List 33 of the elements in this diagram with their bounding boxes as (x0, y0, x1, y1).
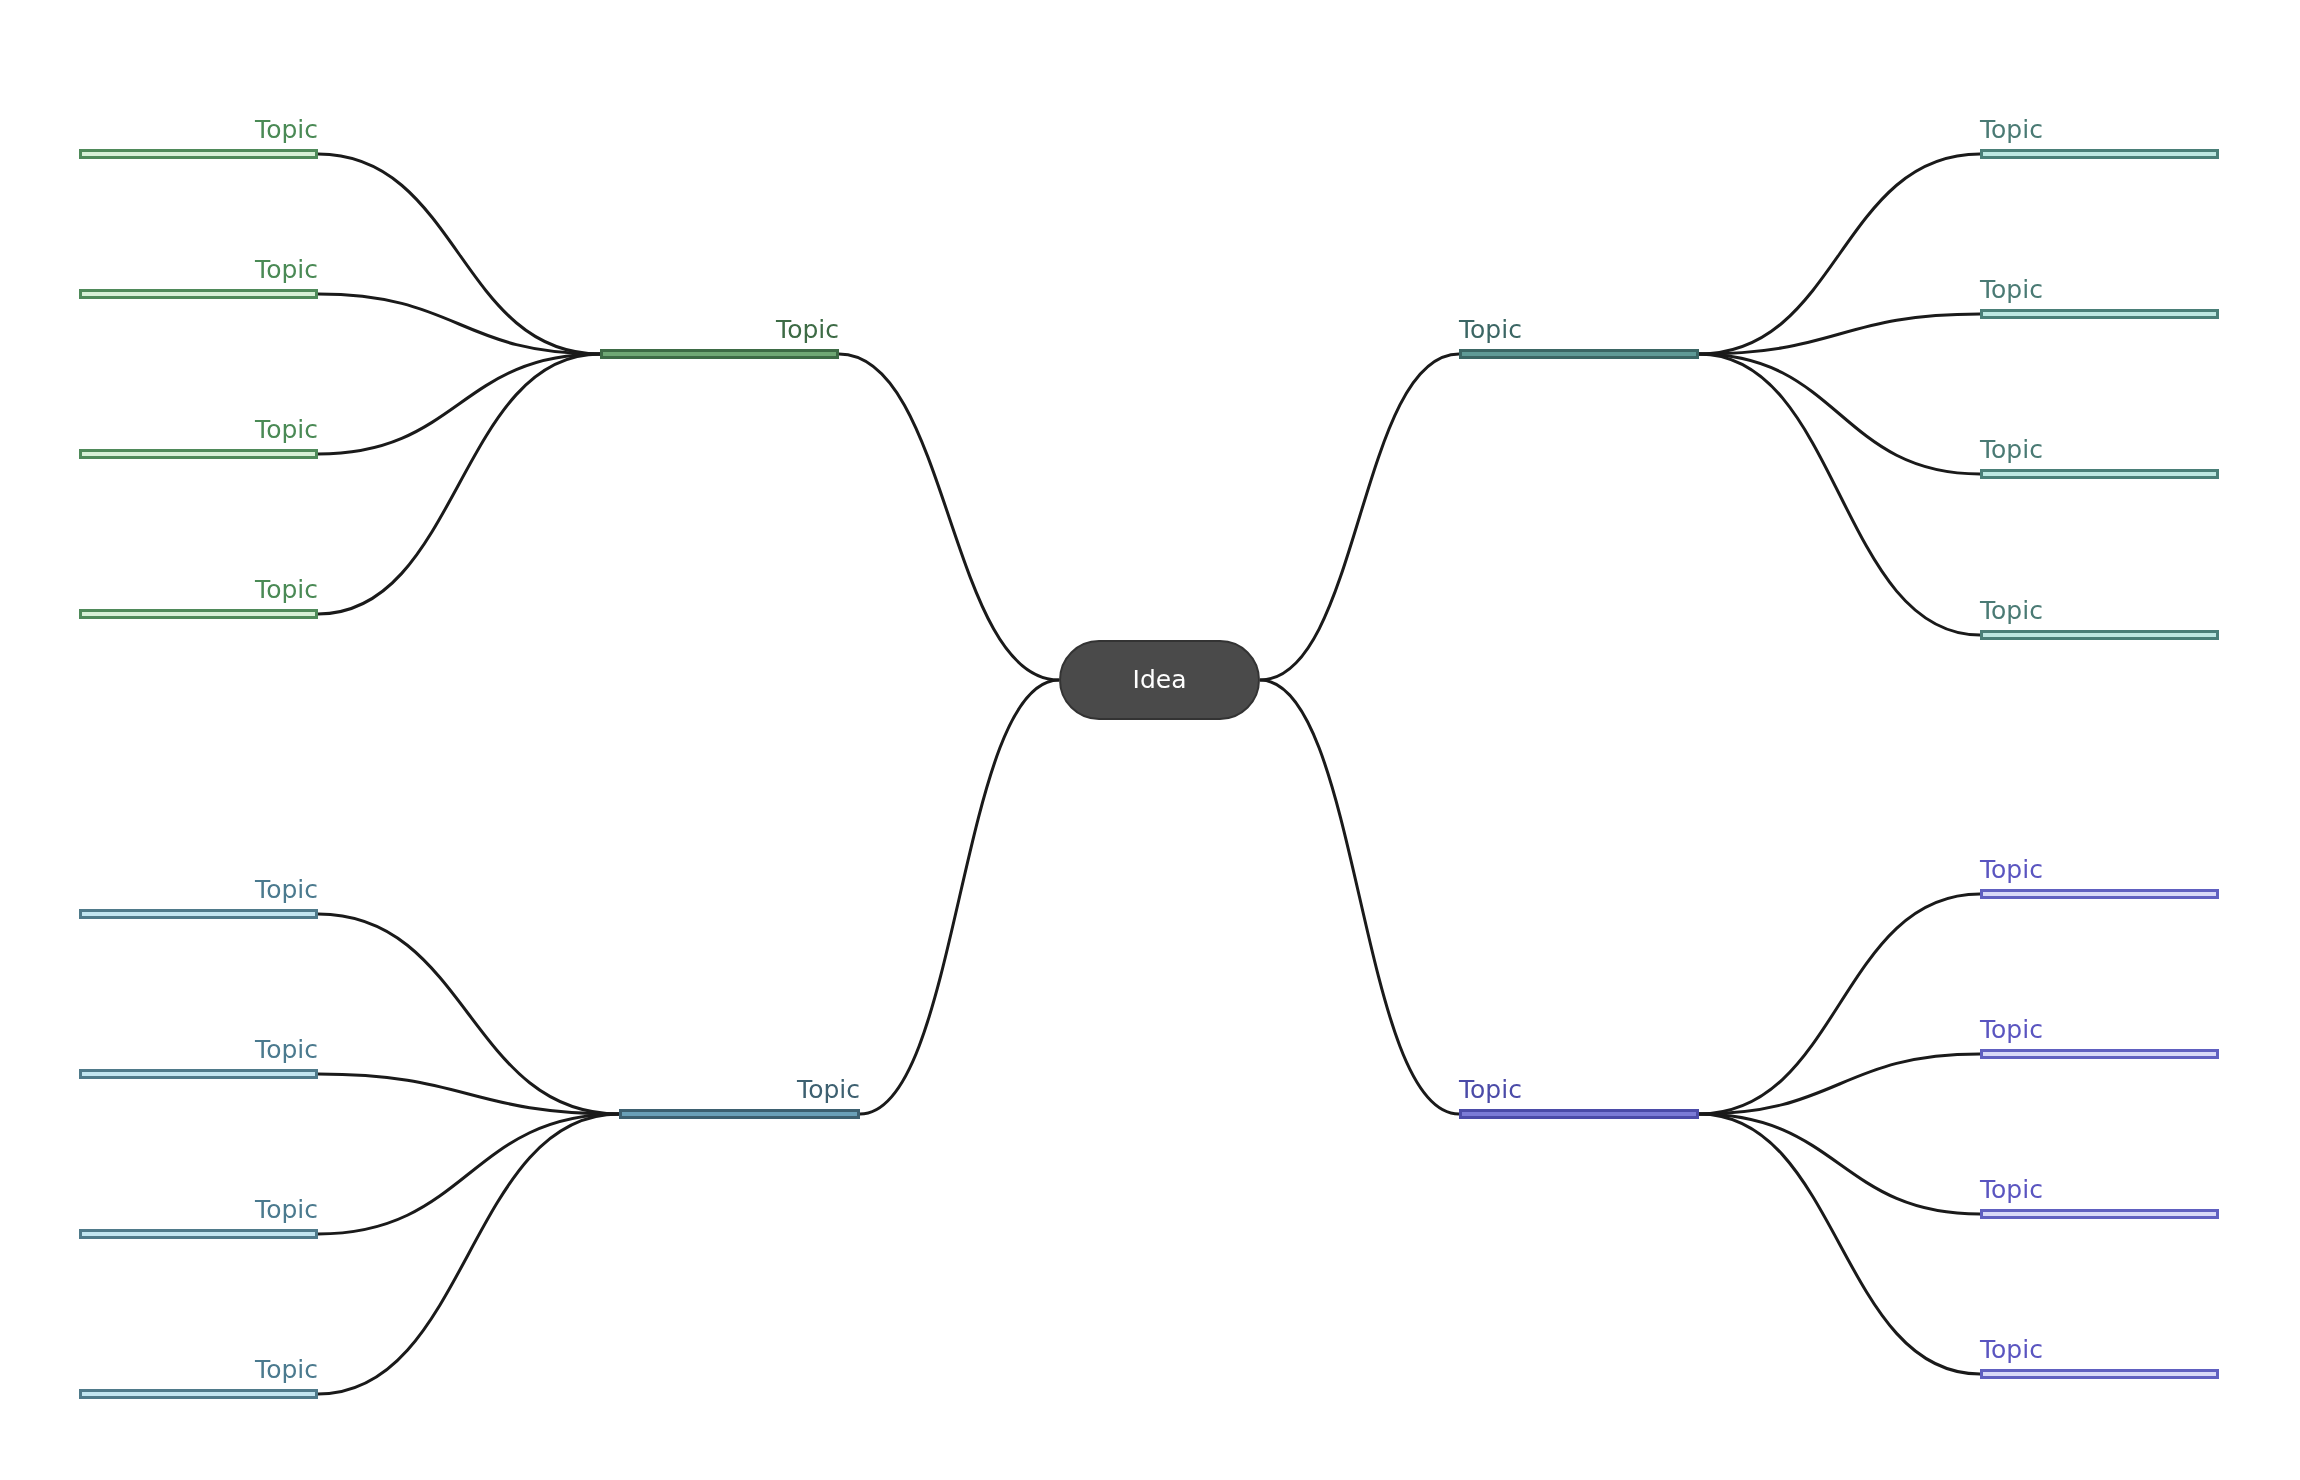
topic-label: Topic (255, 875, 318, 905)
topic-label: Topic (1980, 596, 2043, 626)
topic-label: Topic (255, 1355, 318, 1385)
topic-label: Topic (1980, 1015, 2043, 1045)
topic-label: Topic (255, 415, 318, 445)
topic-label: Topic (1980, 435, 2043, 465)
connector-curve (317, 292, 601, 356)
topic-label: Topic (1980, 855, 2043, 885)
topic-label: Topic (1459, 1075, 1522, 1105)
connector-curve (1698, 312, 1981, 356)
connector-curve (1259, 352, 1460, 682)
topic-label: Topic (255, 1035, 318, 1065)
connector-curve (317, 1072, 620, 1116)
connector-curve (859, 678, 1060, 1116)
connector-curve (1698, 1052, 1981, 1116)
connector-curve (1698, 352, 1981, 637)
topic-label: Topic (1459, 315, 1522, 345)
central-idea-pill: Idea (1059, 640, 1260, 720)
connector-curve (838, 352, 1060, 682)
connector-curve (1698, 1112, 1981, 1376)
topic-label: Topic (1980, 115, 2043, 145)
topic-label: Topic (255, 575, 318, 605)
topic-label: Topic (255, 1195, 318, 1225)
connector-curve (317, 1112, 620, 1396)
topic-label: Topic (1980, 1175, 2043, 1205)
topic-label: Topic (255, 255, 318, 285)
topic-label: Topic (1980, 275, 2043, 305)
connector-curve (1259, 678, 1460, 1116)
topic-label: Topic (797, 1075, 860, 1105)
topic-label: Topic (255, 115, 318, 145)
topic-label: Topic (1980, 1335, 2043, 1365)
topic-label: Topic (776, 315, 839, 345)
connector-curve (317, 352, 601, 616)
